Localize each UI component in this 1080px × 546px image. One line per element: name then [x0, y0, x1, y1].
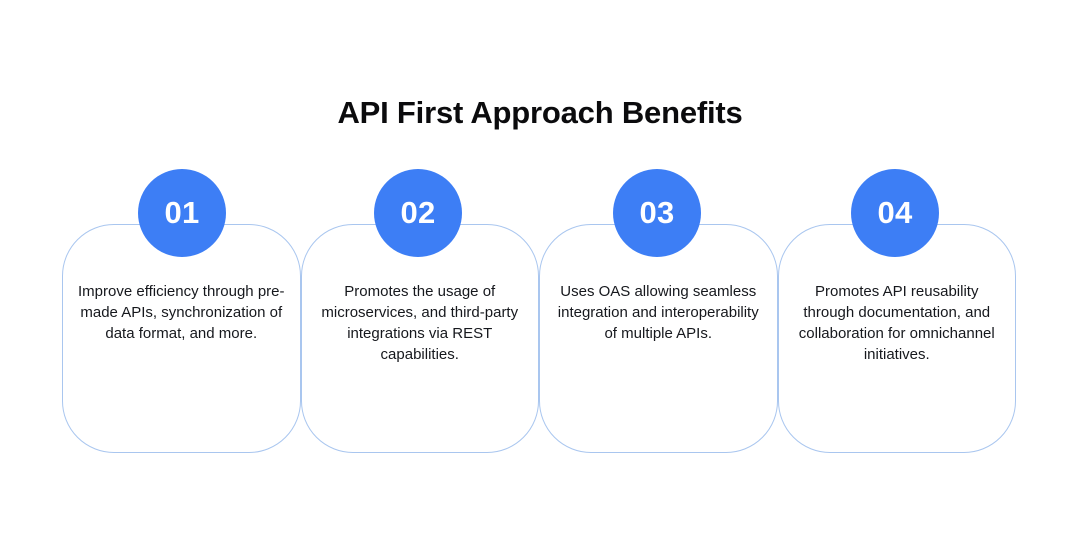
number-badge-label: 03 [639, 195, 675, 230]
number-badge-label: 02 [400, 195, 436, 230]
benefit-card-02[interactable]: Promotes the usage of microservices, and… [300, 224, 539, 453]
benefit-card-01[interactable]: Improve efficiency through pre-made APIs… [62, 224, 301, 453]
benefit-card-03[interactable]: Uses OAS allowing seamless integration a… [539, 224, 778, 453]
benefit-card-04[interactable]: Promotes API reusability through documen… [777, 224, 1016, 453]
benefit-card-text: Promotes the usage of microservices, and… [321, 283, 519, 363]
number-badge-03[interactable]: 03 [613, 169, 701, 257]
number-badge-04[interactable]: 04 [851, 169, 939, 257]
number-badge-label: 04 [877, 195, 913, 230]
number-badge-01[interactable]: 01 [138, 169, 226, 257]
benefit-card-text: Promotes API reusability through documen… [798, 283, 995, 363]
benefit-card-text: Uses OAS allowing seamless integration a… [557, 283, 759, 342]
number-badge-02[interactable]: 02 [374, 169, 462, 257]
page-title: API First Approach Benefits [337, 95, 743, 130]
benefit-cards-row: Improve efficiency through pre-made APIs… [62, 224, 1016, 453]
number-badge-label: 01 [164, 195, 200, 230]
benefit-card-text: Improve efficiency through pre-made APIs… [78, 283, 285, 342]
